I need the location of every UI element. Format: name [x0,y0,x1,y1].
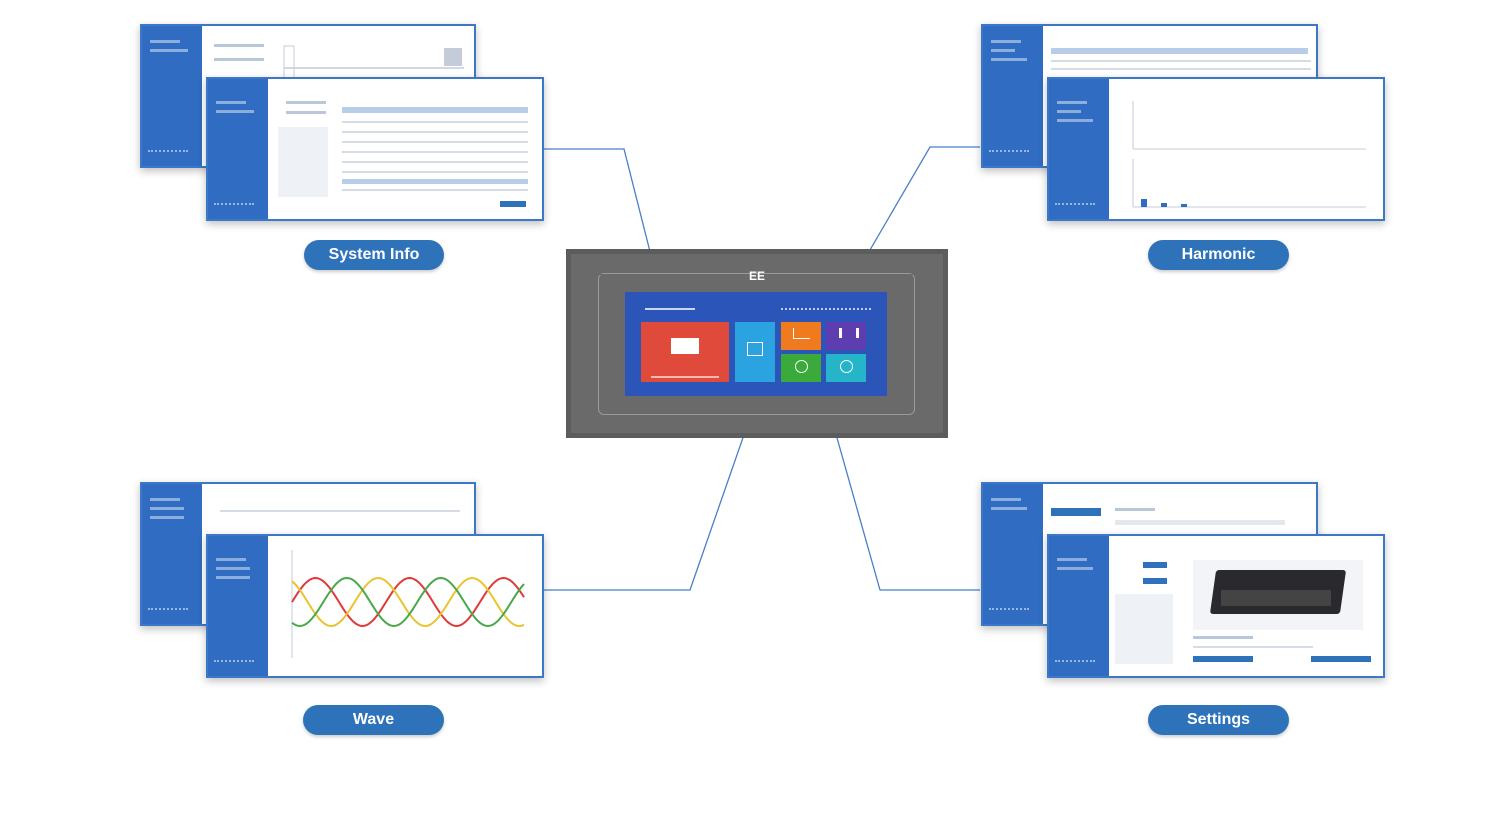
wave-front-window [206,534,544,678]
harmonic-bar-chart [1132,101,1366,208]
device-screen [625,292,887,396]
window-content [1045,486,1314,622]
bar-chart-icon [839,328,859,338]
wave-phase-red [291,576,525,628]
settings-front-window [1047,534,1385,678]
chart-icon [793,328,810,339]
window-content [1045,28,1314,164]
tile-statistics[interactable] [826,322,866,350]
gear-icon [840,360,853,373]
window-content [270,538,540,674]
tile-harmonic[interactable] [781,322,821,350]
settings-label: Settings [1148,705,1289,735]
hmi-device: EE [566,249,948,438]
sidebar [1049,79,1109,219]
window-content [1111,538,1381,674]
product-image [1193,560,1363,630]
tile-settings[interactable] [826,354,866,382]
sidebar [142,484,202,624]
sidebar [142,26,202,166]
sidebar [208,79,268,219]
tile-wave[interactable] [781,354,821,382]
system-info-front-window [206,77,544,221]
single-line-diagram [283,45,464,87]
data-table [342,99,528,195]
sidebar [1049,536,1109,676]
system-info-label: System Info [304,240,444,270]
document-icon [671,338,699,354]
window-content [270,81,540,217]
harmonic-label: Harmonic [1148,240,1289,270]
apply-button[interactable] [500,201,526,207]
tile-system-info[interactable] [641,322,729,382]
edit-icon [747,342,763,356]
globe-icon [795,360,808,373]
settings-button-right[interactable] [1311,656,1371,662]
settings-button-left[interactable] [1193,656,1253,662]
sidebar [983,484,1043,624]
waveform-chart [291,550,525,658]
wave-label: Wave [303,705,444,735]
device-logo: EE [748,269,765,283]
screen-clock [781,308,871,313]
tile-notes[interactable] [735,322,775,382]
device-bezel [598,273,915,415]
sidebar [983,26,1043,166]
harmonic-front-window [1047,77,1385,221]
window-content [204,28,472,164]
window-content [1111,81,1381,217]
sidebar [208,536,268,676]
window-content [204,486,472,622]
screen-brand [645,308,695,313]
wave-phase-yellow [291,576,525,628]
wave-phase-green [291,576,525,628]
